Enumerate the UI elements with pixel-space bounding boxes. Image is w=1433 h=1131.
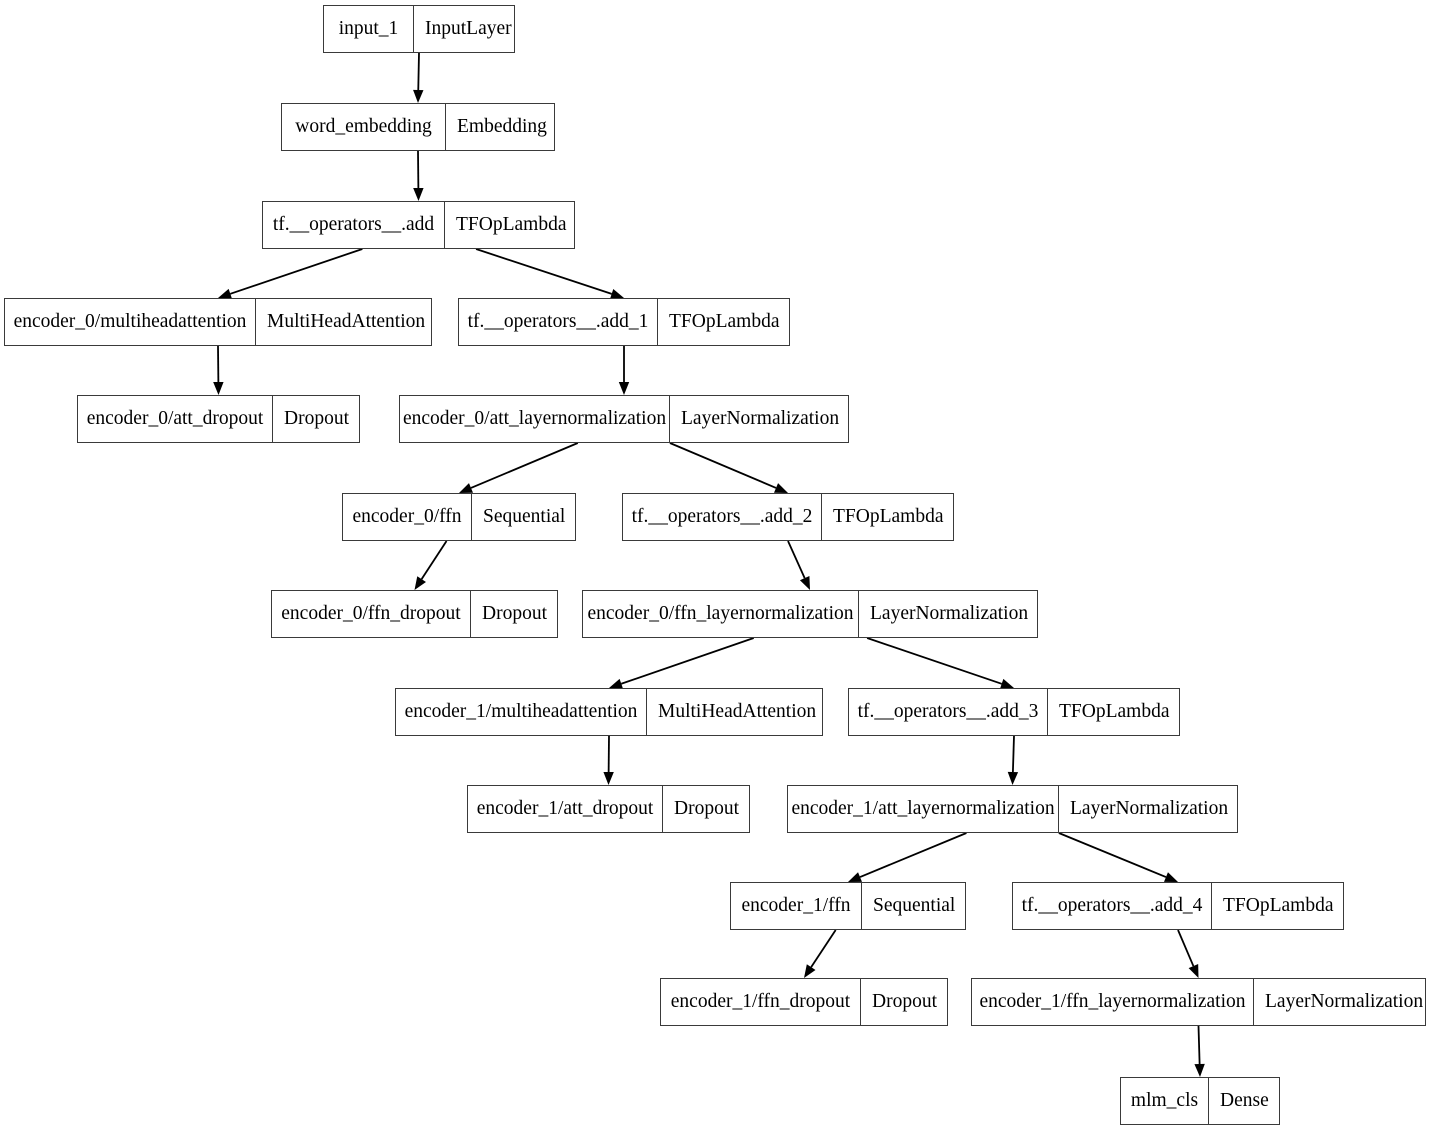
graph-node-label: tf.__operators__.add xyxy=(263,202,445,248)
graph-node-e1_ffn[interactable]: encoder_1/ffn Sequential xyxy=(730,882,966,930)
graph-edge-e1_att_ln-to-e1_ffn xyxy=(848,832,967,882)
graph-edge-add_4-to-e1_ffn_ln xyxy=(1177,929,1199,978)
graph-node-label: encoder_1/att_layernormalization xyxy=(788,786,1059,832)
arrowhead-icon xyxy=(213,381,224,395)
arrowhead-icon xyxy=(603,771,614,785)
graph-node-label: word_embedding xyxy=(282,104,446,150)
graph-node-type: Dense xyxy=(1220,1090,1269,1112)
arrowhead-icon xyxy=(848,872,863,882)
graph-node-add_3[interactable]: tf.__operators__.add_3 TFOpLambda xyxy=(848,688,1180,736)
graph-node-type: TFOpLambda xyxy=(833,506,944,528)
arrowhead-icon xyxy=(459,483,473,493)
graph-node-e1_att_ln[interactable]: encoder_1/att_layernormalization LayerNor… xyxy=(787,785,1238,833)
arrowhead-icon xyxy=(1188,964,1199,978)
graph-node-label: encoder_1/ffn_layernormalization xyxy=(972,979,1254,1025)
graph-node-type: LayerNormalization xyxy=(1070,798,1229,820)
arrowhead-icon xyxy=(1194,1063,1205,1077)
graph-node-label: tf.__operators__.add_2 xyxy=(623,494,822,540)
graph-edge-add-to-e0_mha xyxy=(218,248,363,299)
arrowhead-icon xyxy=(414,576,426,590)
graph-edge-e0_ffn-to-e0_ffn_dropout xyxy=(414,540,448,590)
graph-node-e1_att_dropout[interactable]: encoder_1/att_dropout Dropout xyxy=(467,785,750,833)
graph-node-label: encoder_0/ffn xyxy=(343,494,472,540)
graph-edge-add_2-to-e0_ffn_ln xyxy=(787,540,810,590)
graph-node-add_4[interactable]: tf.__operators__.add_4 TFOpLambda xyxy=(1012,882,1344,930)
graph-node-label: tf.__operators__.add_4 xyxy=(1013,883,1212,929)
graph-edge-e0_ffn_ln-to-add_3 xyxy=(866,637,1014,689)
graph-node-e0_ffn[interactable]: encoder_0/ffn Sequential xyxy=(342,493,576,541)
arrowhead-icon xyxy=(413,187,424,201)
graph-node-type: Dropout xyxy=(872,991,937,1013)
graph-node-type: LayerNormalization xyxy=(681,408,840,430)
graph-node-type: LayerNormalization xyxy=(870,603,1029,625)
graph-node-type: TFOpLambda xyxy=(1223,895,1334,917)
graph-node-e0_att_ln[interactable]: encoder_0/att_layernormalization LayerNor… xyxy=(399,395,849,443)
graph-edge-e1_att_ln-to-add_4 xyxy=(1058,832,1178,882)
graph-node-type: Embedding xyxy=(457,116,547,138)
graph-node-e0_ffn_dropout[interactable]: encoder_0/ffn_dropout Dropout xyxy=(271,590,558,638)
graph-node-label: encoder_0/multiheadattention xyxy=(5,299,256,345)
graph-edge-e0_att_ln-to-e0_ffn xyxy=(459,442,579,493)
graph-node-label: encoder_1/att_dropout xyxy=(468,786,663,832)
arrowhead-icon xyxy=(413,89,424,103)
graph-node-add[interactable]: tf.__operators__.add TFOpLambda xyxy=(262,201,575,249)
graph-node-type: Dropout xyxy=(674,798,739,820)
graph-node-add_1[interactable]: tf.__operators__.add_1 TFOpLambda xyxy=(458,298,790,346)
graph-node-label: encoder_0/att_dropout xyxy=(78,396,273,442)
arrowhead-icon xyxy=(618,382,630,395)
graph-edge-e1_ffn-to-e1_ffn_dropout xyxy=(804,929,837,978)
graph-node-label: encoder_0/ffn_layernormalization xyxy=(583,591,859,637)
graph-edge-e0_att_ln-to-add_2 xyxy=(669,442,788,493)
graph-node-type: Dropout xyxy=(284,408,349,430)
graph-node-word_embedding[interactable]: word_embedding Embedding xyxy=(281,103,555,151)
graph-node-e0_att_dropout[interactable]: encoder_0/att_dropout Dropout xyxy=(77,395,360,443)
arrowhead-icon xyxy=(774,483,788,493)
graph-node-label: tf.__operators__.add_3 xyxy=(849,689,1048,735)
graph-node-type: MultiHeadAttention xyxy=(267,311,426,333)
graph-edge-add-to-add_1 xyxy=(475,248,624,299)
graph-node-type: TFOpLambda xyxy=(456,214,567,236)
graph-edge-e1_mha-to-e1_att_dropout xyxy=(603,735,614,785)
graph-node-type: InputLayer xyxy=(425,18,512,40)
graph-node-label: tf.__operators__.add_1 xyxy=(459,299,658,345)
graph-node-e1_ffn_dropout[interactable]: encoder_1/ffn_dropout Dropout xyxy=(660,978,948,1026)
arrowhead-icon xyxy=(1007,771,1019,785)
graph-node-type: Dropout xyxy=(482,603,547,625)
graph-node-label: mlm_cls xyxy=(1121,1078,1209,1124)
graph-node-e0_ffn_ln[interactable]: encoder_0/ffn_layernormalization LayerNor… xyxy=(582,590,1038,638)
graph-edge-e0_mha-to-e0_att_dropout xyxy=(213,345,224,395)
arrowhead-icon xyxy=(799,576,810,590)
graph-node-e0_mha[interactable]: encoder_0/multiheadattention MultiHeadAtt… xyxy=(4,298,432,346)
graph-node-add_2[interactable]: tf.__operators__.add_2 TFOpLambda xyxy=(622,493,954,541)
graph-edge-e0_ffn_ln-to-e1_mha xyxy=(609,637,755,689)
graph-node-label: encoder_1/ffn_dropout xyxy=(661,979,861,1025)
graph-edge-add_3-to-e1_att_ln xyxy=(1007,735,1019,785)
graph-edge-input_1-to-word_embedding xyxy=(413,52,424,103)
graph-node-input_1[interactable]: input_1 InputLayer xyxy=(323,5,515,53)
graph-node-type: TFOpLambda xyxy=(669,311,780,333)
graph-node-e1_ffn_ln[interactable]: encoder_1/ffn_layernormalization LayerNor… xyxy=(971,978,1426,1026)
graph-node-type: Sequential xyxy=(483,506,566,528)
graph-node-label: encoder_0/att_layernormalization xyxy=(400,396,670,442)
arrowhead-icon xyxy=(804,964,816,978)
graph-edge-e1_ffn_ln-to-mlm_cls xyxy=(1194,1025,1205,1077)
arrowhead-icon xyxy=(1163,872,1178,882)
graph-node-mlm_cls[interactable]: mlm_cls Dense xyxy=(1120,1077,1280,1125)
graph-node-type: TFOpLambda xyxy=(1059,701,1170,723)
graph-edge-add_1-to-e0_att_ln xyxy=(618,346,630,395)
graph-node-label: input_1 xyxy=(324,6,414,52)
graph-node-type: Sequential xyxy=(873,895,956,917)
graph-node-label: encoder_1/multiheadattention xyxy=(396,689,647,735)
graph-edge-word_embedding-to-add xyxy=(413,150,424,201)
graph-node-label: encoder_0/ffn_dropout xyxy=(272,591,471,637)
graph-node-label: encoder_1/ffn xyxy=(731,883,862,929)
graph-node-e1_mha[interactable]: encoder_1/multiheadattention MultiHeadAtt… xyxy=(395,688,823,736)
graph-node-type: MultiHeadAttention xyxy=(658,701,817,723)
graph-node-type: LayerNormalization xyxy=(1265,991,1424,1013)
